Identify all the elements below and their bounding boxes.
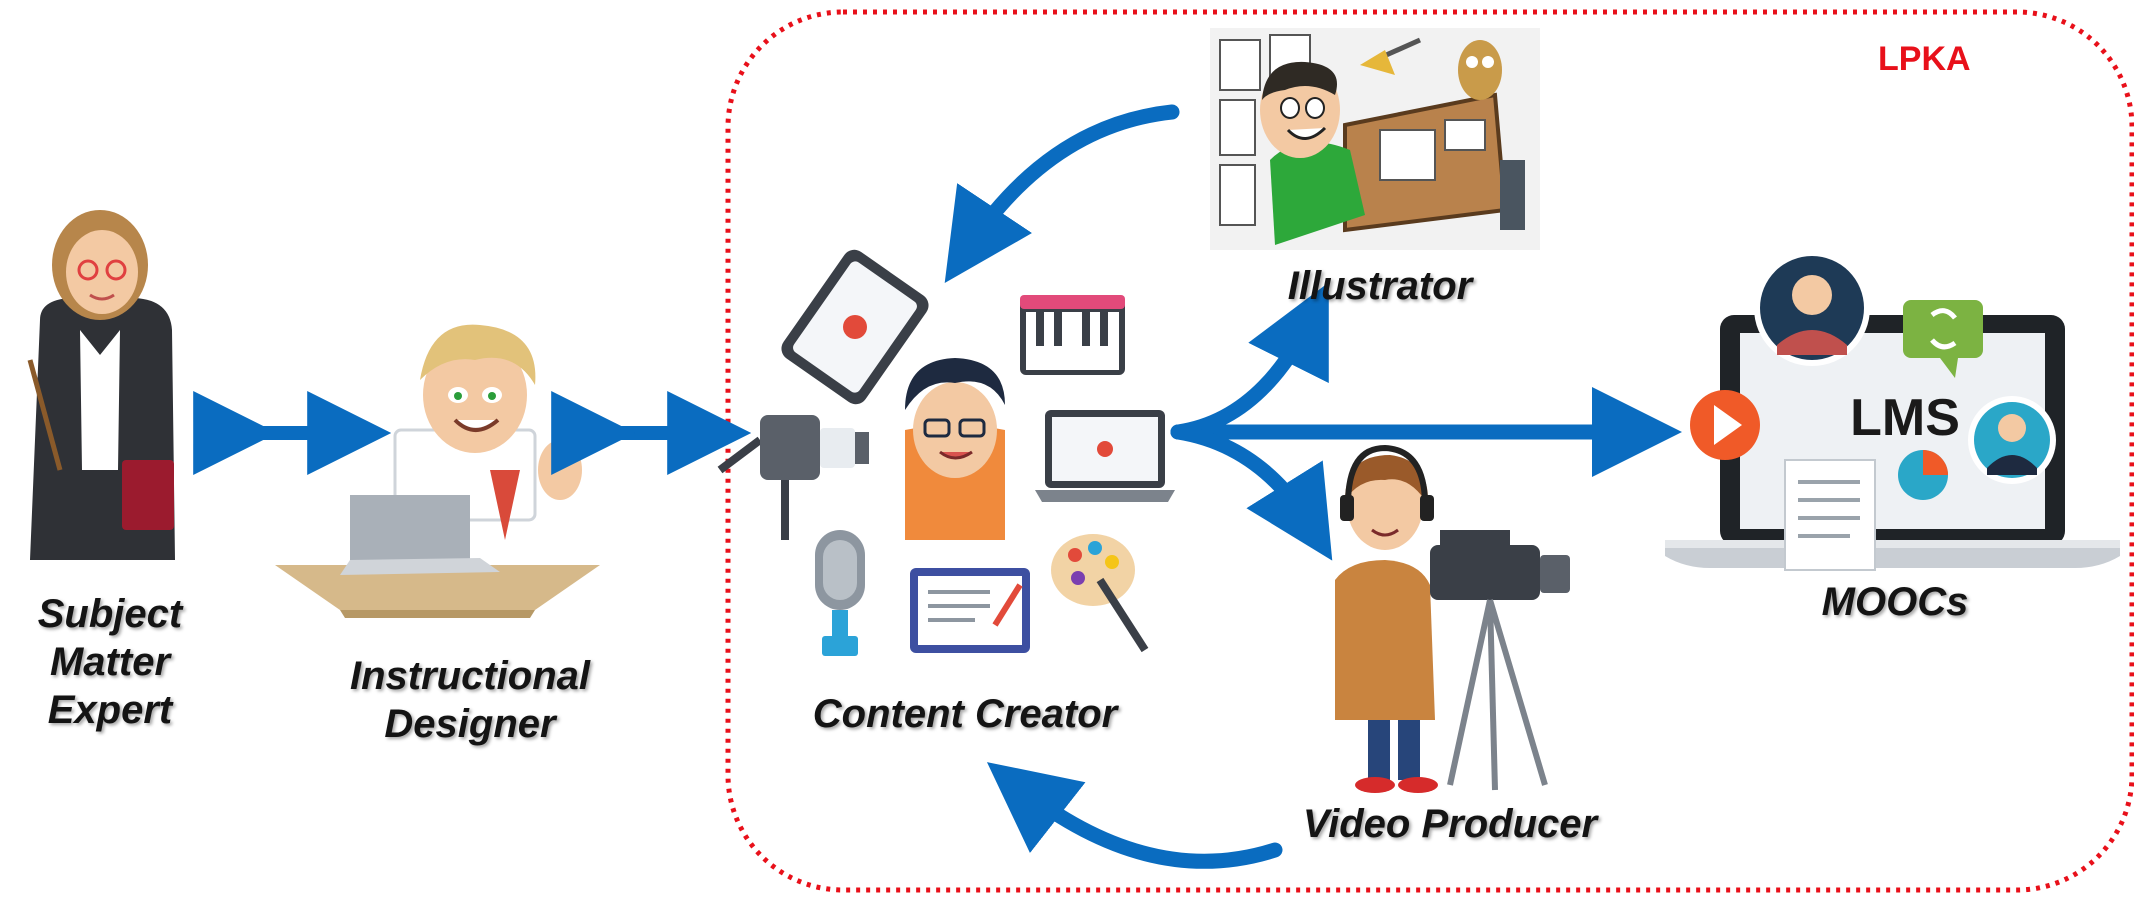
content-creator-label: Content Creator (812, 692, 1118, 736)
sme-line-2: Matter (49, 640, 171, 684)
subject-matter-expert-figure (27, 210, 175, 560)
sme-line-1: Subject (37, 592, 183, 636)
tablet-icon (781, 249, 929, 405)
lms-label: LMS (1850, 389, 1960, 447)
lpka-label: LPKA (1878, 40, 1971, 78)
chat-icon (1903, 300, 1983, 378)
illustrator-figure (1210, 28, 1540, 250)
arrow-creator-to-illustrator (1170, 282, 1329, 440)
arrow-producer-to-creator (986, 762, 1283, 869)
instructional-designer-label: Instructional Designer (320, 652, 620, 748)
sme-line-3: Expert (47, 688, 173, 732)
laptop-icon (1035, 410, 1175, 502)
video-producer-figure (1335, 444, 1570, 793)
instructional-designer-figure (275, 324, 600, 618)
piano-icon (1020, 295, 1125, 375)
microphone-icon (815, 530, 865, 656)
arrow-creator-to-producer (1170, 424, 1333, 561)
moocs-lms-figure (1665, 315, 2120, 571)
notepad-icon (910, 568, 1030, 653)
chart-icon (1898, 450, 1948, 500)
student-avatar-icon (1968, 396, 2056, 484)
moocs-label: MOOCs (1821, 580, 1969, 624)
id-line-1: Instructional (349, 654, 591, 698)
id-line-2: Designer (384, 702, 556, 746)
play-icon (1690, 390, 1760, 460)
palette-icon (1051, 534, 1149, 653)
content-creator-figure (905, 358, 1005, 540)
camera-icon (717, 415, 869, 540)
illustrator-label: Illustrator (1287, 264, 1473, 308)
flow-arrows (944, 104, 1682, 869)
video-producer-label: Video Producer (1302, 802, 1598, 846)
subject-matter-expert-label: Subject Matter Expert (10, 590, 210, 734)
arrow-illustrator-to-creator (944, 104, 1180, 283)
instructor-avatar-icon (1754, 250, 1870, 366)
